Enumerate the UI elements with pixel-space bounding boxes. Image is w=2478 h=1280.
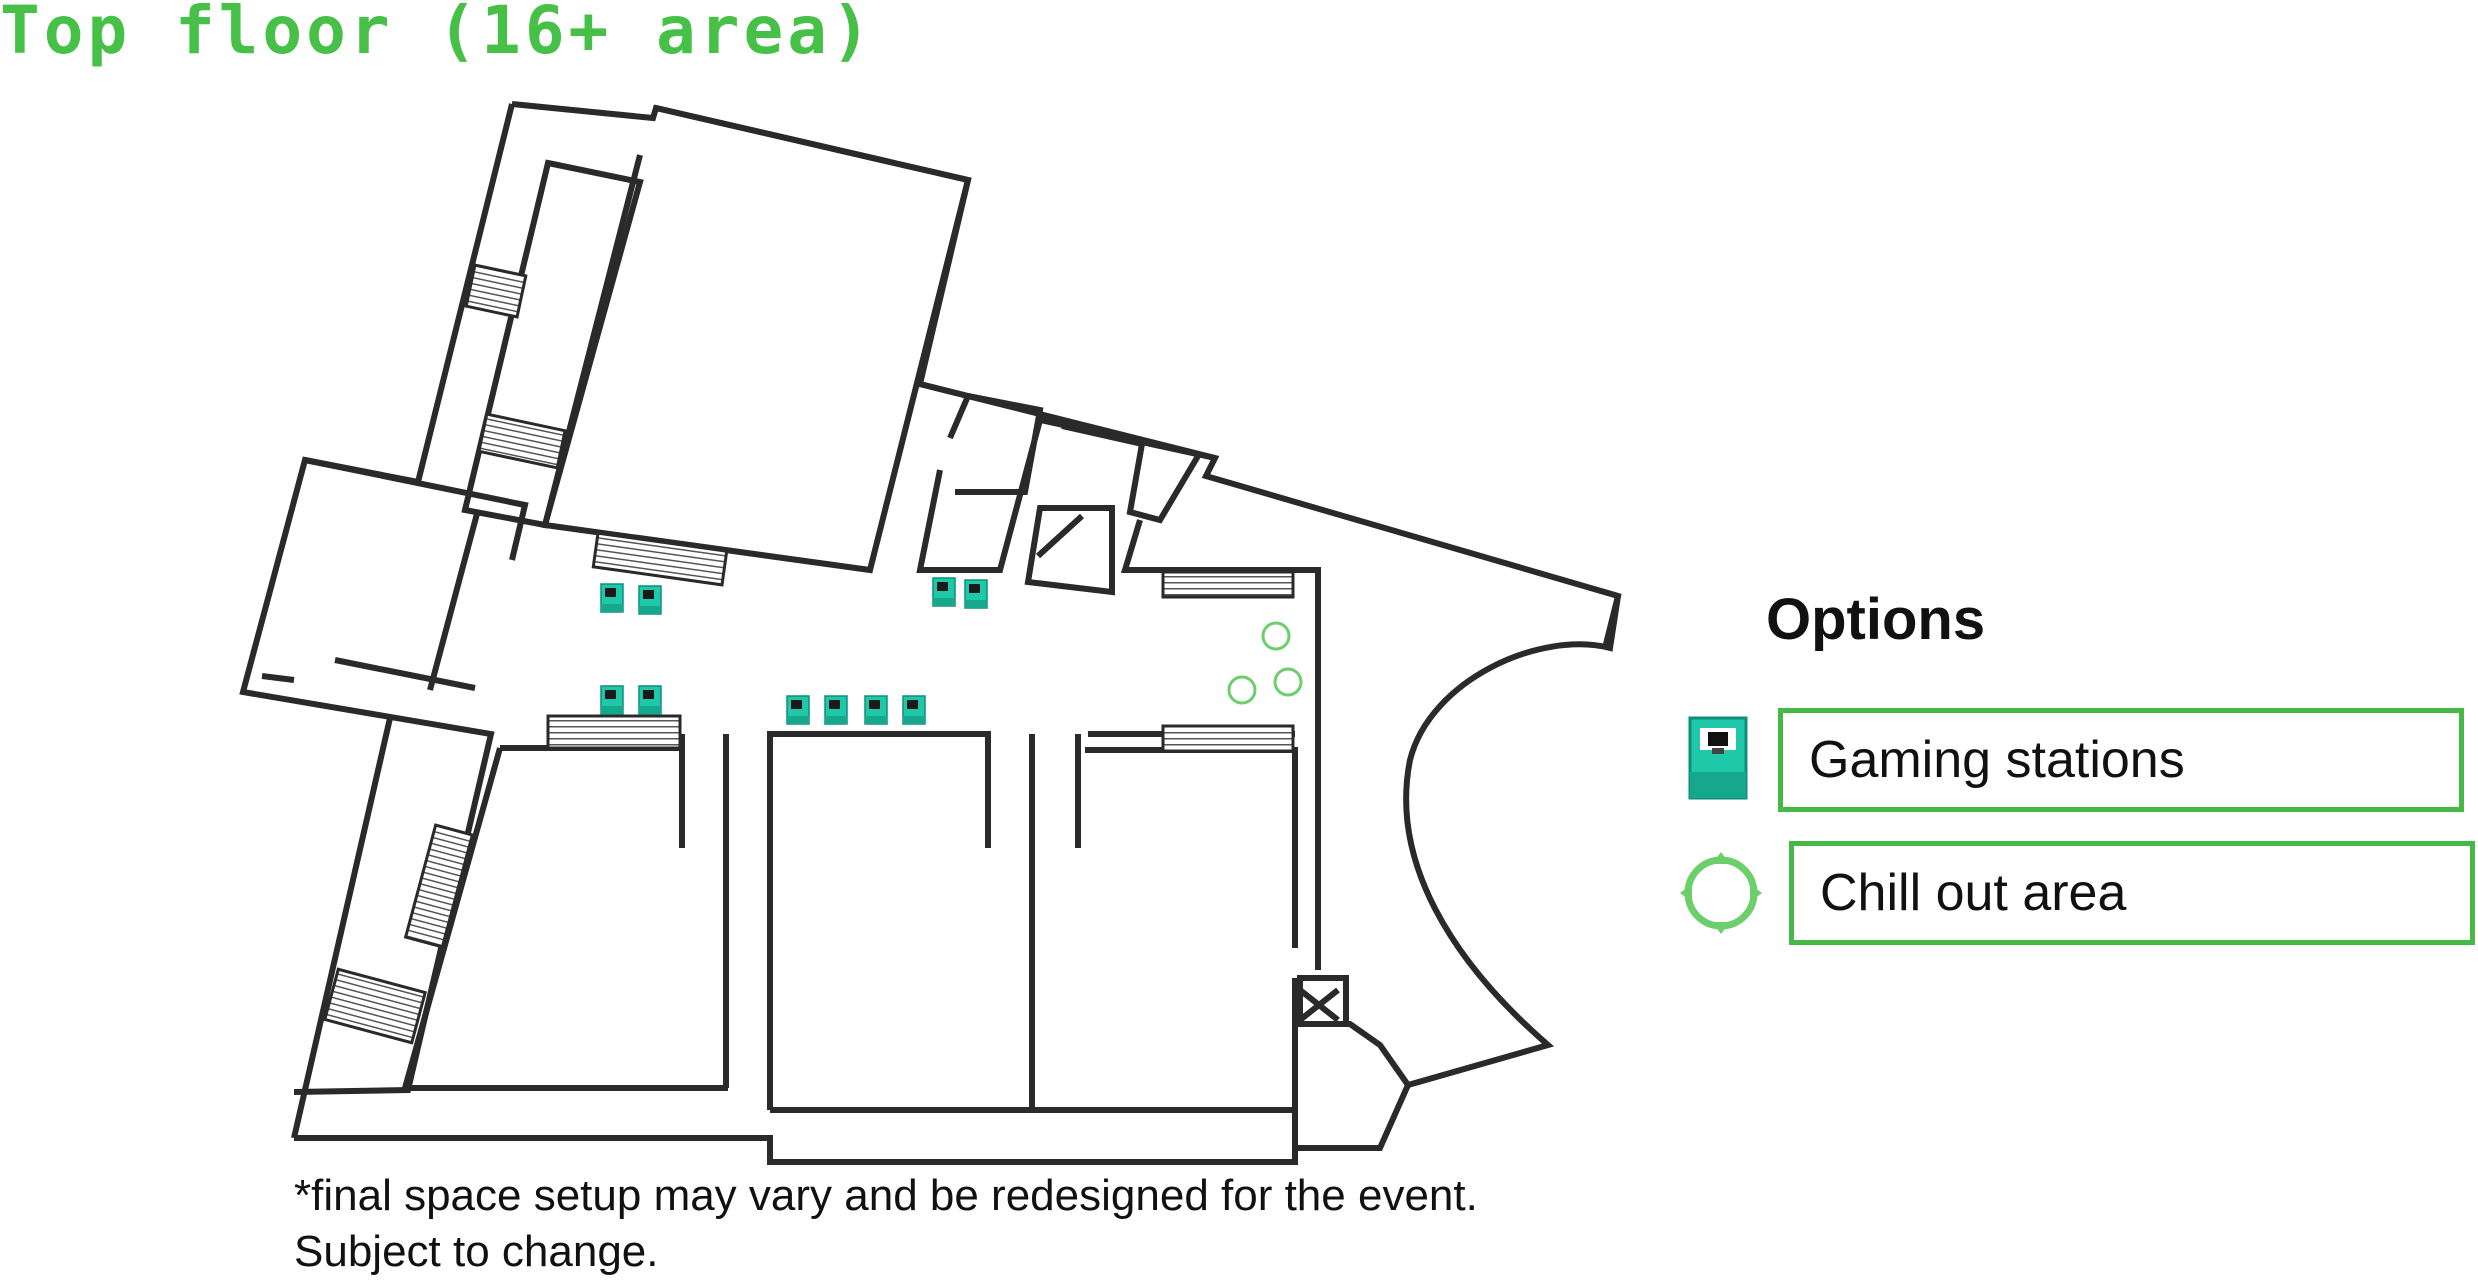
legend-label: Chill out area — [1820, 864, 2127, 922]
wall-narrow-room — [461, 159, 644, 529]
wall-corridor-east — [1120, 519, 1321, 970]
stairs-narrow-top — [464, 263, 528, 319]
gaming-station-marker — [638, 685, 662, 715]
gaming-station-marker — [600, 583, 624, 613]
counter-big-room — [591, 531, 729, 587]
footnote-line-2: Subject to change. — [294, 1227, 659, 1276]
wall-elevator-upper — [1035, 513, 1085, 559]
wall-room-mid — [767, 731, 1035, 1110]
wall-elevator-block — [1024, 423, 1201, 596]
chill-out-marker — [1273, 667, 1303, 697]
footnote-line-1: *final space setup may vary and be redes… — [294, 1171, 1478, 1220]
wall-small-rooms — [916, 381, 1216, 573]
wall-room-right — [1075, 734, 1298, 1110]
chill-out-icon — [1680, 852, 1762, 934]
legend-label: Gaming stations — [1809, 731, 2185, 789]
legend-item-chill-out-area: Chill out area — [1789, 841, 2475, 945]
page-title: Top floor (16+ area) — [0, 0, 875, 69]
gaming-stations — [600, 577, 988, 725]
counter-right-room — [1161, 724, 1295, 753]
counter-east — [1161, 570, 1295, 599]
gaming-station-marker — [932, 577, 956, 607]
gaming-station-marker — [638, 585, 662, 615]
gaming-station-marker — [824, 695, 848, 725]
wall-divider-a — [679, 734, 729, 1088]
wall-east-stair — [1295, 1083, 1411, 1151]
gaming-station-icon — [1688, 716, 1748, 800]
chill-out-marker — [1261, 621, 1291, 651]
legend-item-gaming-stations: Gaming stations — [1778, 708, 2464, 812]
stairs-narrow-bottom — [477, 412, 567, 470]
wall-left-room-c — [334, 657, 476, 691]
footnote: *final space setup may vary and be redes… — [294, 1168, 1478, 1280]
gaming-station-marker — [786, 695, 810, 725]
wall-east-curve — [1297, 595, 1621, 1089]
wall-outer-west-lower — [261, 673, 393, 1139]
wall-south — [294, 1110, 1298, 1165]
stairs-west-bottom — [322, 967, 428, 1045]
wall-room-left — [401, 747, 728, 1091]
gaming-station-marker — [964, 579, 988, 609]
chill-out-marker — [1227, 675, 1257, 705]
wall-outer-west-upper — [239, 103, 515, 1095]
options-heading: Options — [1766, 587, 1986, 652]
wall-left-room-a — [304, 457, 529, 561]
gaming-station-marker — [600, 685, 624, 715]
wall-elevator-lower — [1298, 987, 1340, 1023]
wall-left-room-b — [427, 509, 481, 691]
gaming-station-marker — [902, 695, 926, 725]
counter-left-room — [546, 714, 682, 750]
stairs-west-lower — [403, 823, 475, 949]
gaming-station-marker — [864, 695, 888, 725]
